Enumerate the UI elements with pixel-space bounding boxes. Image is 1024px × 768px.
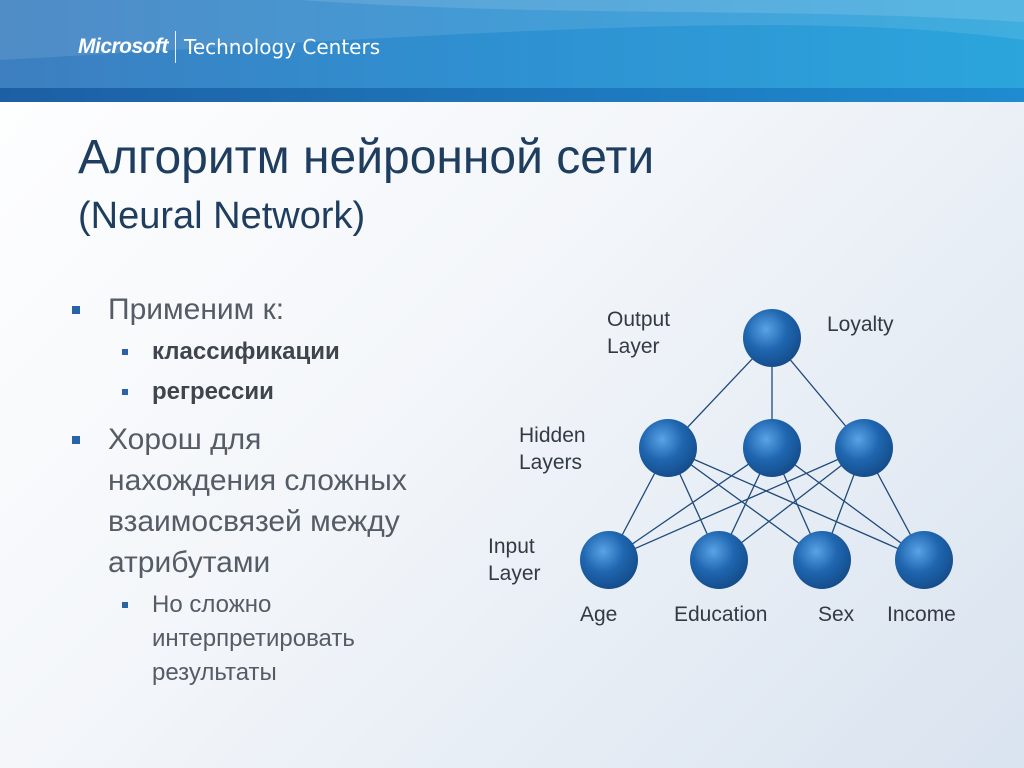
hidden-layers-label: Hidden Layers [519, 422, 586, 476]
neural-network-diagram: Output Layer Hidden Layers Input Layer L… [470, 290, 1010, 640]
input-node-label: Income [887, 603, 956, 626]
technology-centers-text: Technology Centers [184, 35, 381, 59]
slide-title: Алгоритм нейронной сети [78, 131, 655, 184]
bullet-square-icon [122, 389, 128, 395]
bullet-text-line: атрибутами [108, 546, 271, 579]
network-nodes [580, 309, 953, 589]
input-layer-label-line: Layer [488, 562, 541, 585]
sub-bullet-text-line: интерпретировать [152, 625, 355, 652]
input-node-label: Age [580, 603, 618, 626]
bullet-text-line: нахождения сложных [108, 464, 407, 497]
edge-line [608, 447, 773, 561]
output-layer-label-line: Layer [607, 335, 660, 358]
edge-line [608, 447, 865, 561]
brand-logo: Microsoft Technology Centers [78, 30, 380, 64]
bullet-text: Применим к: [108, 293, 285, 326]
hidden-layers-label-line: Hidden [519, 424, 586, 447]
input-node-label: Education [674, 603, 768, 626]
bullet-square-icon [122, 349, 128, 355]
hidden-layers-label-line: Layers [519, 451, 583, 474]
brand-divider [175, 31, 176, 63]
input-node [580, 531, 638, 589]
sub-bullet-text: регрессии [152, 378, 274, 405]
input-node [690, 531, 748, 589]
bullet-square-icon [72, 306, 80, 314]
edge-line [771, 447, 925, 561]
bullet-square-icon [72, 436, 80, 444]
hidden-node [835, 419, 893, 477]
edge-line [718, 447, 865, 561]
hidden-node [639, 419, 697, 477]
header-swoosh [0, 0, 1024, 60]
input-layer-label-line: Input [488, 535, 535, 558]
input-node [793, 531, 851, 589]
output-layer-label: Output Layer [607, 306, 670, 360]
hidden-node [743, 419, 801, 477]
output-layer-label-line: Output [607, 308, 671, 331]
bullet-text-line: взаимосвязей между [108, 505, 400, 538]
sub-bullet-text-line: результаты [152, 659, 277, 686]
sub-bullet-text-line: Но сложно [152, 591, 272, 618]
edge-line [667, 447, 925, 561]
sub-bullet-text: классификации [152, 338, 340, 365]
microsoft-logo-text: Microsoft [78, 35, 169, 58]
neural-network-svg [580, 309, 953, 589]
output-node-label: Loyalty [827, 313, 894, 336]
slide-subtitle: (Neural Network) [78, 195, 366, 237]
bullet-text-line: Хорош для [108, 423, 262, 456]
header-strip [0, 88, 1024, 102]
input-node-label: Sex [818, 603, 855, 626]
bullet-square-icon [122, 602, 128, 608]
input-node [895, 531, 953, 589]
output-node [743, 309, 801, 367]
input-layer-label: Input Layer [488, 533, 541, 587]
header-banner: Microsoft Technology Centers [0, 0, 1024, 102]
